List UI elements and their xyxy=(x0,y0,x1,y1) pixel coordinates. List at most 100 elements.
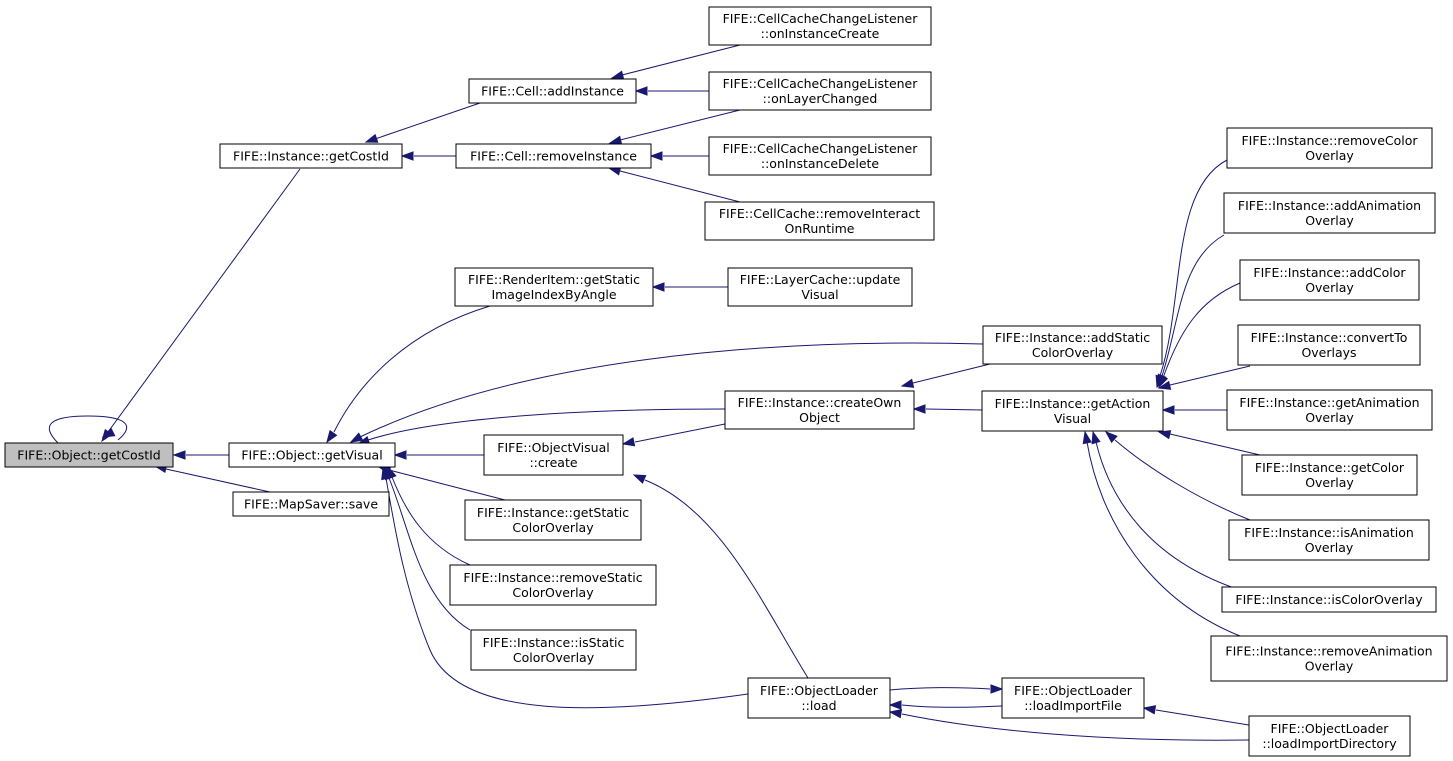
node-label: FIFE::CellCacheChangeListener xyxy=(723,76,919,91)
arrowhead xyxy=(621,437,636,447)
node-label: ::loadImportFile xyxy=(1024,698,1122,713)
node-label: FIFE::Instance::addStatic xyxy=(995,330,1150,345)
node-objectloader-load[interactable]: FIFE::ObjectLoader::load xyxy=(747,677,891,719)
arrowhead xyxy=(349,432,364,443)
node-label: FIFE::Instance::createOwn xyxy=(738,395,902,410)
edge-renderitem-getstatic-to-object-getvisual xyxy=(326,305,491,444)
node-label: FIFE::Instance::removeColor xyxy=(1241,133,1418,148)
node-box xyxy=(449,564,657,606)
edge-line xyxy=(1095,441,1241,591)
node-box xyxy=(455,143,652,169)
arrowhead xyxy=(608,135,623,145)
node-box xyxy=(1226,389,1433,431)
node-cell-removeinstance[interactable]: FIFE::Cell::removeInstance xyxy=(455,143,652,169)
edge-instance-getcostid-to-object-getcostid xyxy=(101,168,301,443)
node-box xyxy=(468,78,637,104)
edge-cell-removeinstance-to-instance-getcostid xyxy=(400,151,456,161)
node-label: FIFE::CellCacheChangeListener xyxy=(723,141,919,156)
edge-instance-iscoloroverlay-to-instance-getactionvisual xyxy=(1091,430,1241,591)
node-box xyxy=(1001,677,1145,719)
node-objectloader-loadimportfile[interactable]: FIFE::ObjectLoader::loadImportFile xyxy=(1001,677,1145,719)
arrowhead xyxy=(381,466,391,481)
edge-line xyxy=(634,423,726,443)
node-label: Overlay xyxy=(1305,148,1354,163)
edge-self-loop xyxy=(48,415,128,444)
node-mapsaver-save[interactable]: FIFE::MapSaver::save xyxy=(232,491,390,517)
edge-line xyxy=(901,704,1003,708)
node-box xyxy=(708,136,932,176)
edge-layercache-update-to-renderitem-getstatic xyxy=(651,282,728,292)
node-object-getvisual[interactable]: FIFE::Object::getVisual xyxy=(228,442,396,468)
arrowhead xyxy=(1157,430,1172,440)
node-cell-addinstance[interactable]: FIFE::Cell::addInstance xyxy=(468,78,637,104)
edge-line xyxy=(1155,709,1256,727)
node-label: FIFE::Instance::removeAnimation xyxy=(1225,644,1432,659)
edge-line xyxy=(388,469,506,501)
node-box xyxy=(981,390,1164,432)
node-box xyxy=(1210,635,1448,682)
edge-instance-removestaticcolor-to-object-getvisual xyxy=(387,465,471,566)
arrowhead xyxy=(634,86,648,96)
node-ccl-oninstancedelete[interactable]: FIFE::CellCacheChangeListener::onInstanc… xyxy=(708,136,932,176)
node-label: FIFE::Instance::isAnimation xyxy=(1244,525,1414,540)
node-renderitem-getstatic[interactable]: FIFE::RenderItem::getStaticImageIndexByA… xyxy=(454,267,654,307)
edge-line xyxy=(1161,234,1225,377)
node-label: FIFE::RenderItem::getStatic xyxy=(468,272,640,287)
node-box xyxy=(727,267,913,307)
arrowhead xyxy=(900,378,915,388)
edge-line xyxy=(388,477,471,631)
node-ccl-onlayerchanged[interactable]: FIFE::CellCacheChangeListener::onLayerCh… xyxy=(708,71,932,111)
node-ccl-oninstancecreate[interactable]: FIFE::CellCacheChangeListener::onInstanc… xyxy=(708,6,932,46)
edge-instance-createownobject-to-objectvisual-create xyxy=(621,423,726,447)
edge-mapsaver-save-to-object-getcostid xyxy=(153,463,271,493)
edge-line xyxy=(619,109,741,141)
edge-line xyxy=(359,342,984,438)
node-box xyxy=(1237,324,1421,366)
node-label: FIFE::Instance::addColor xyxy=(1253,265,1406,280)
node-label: FIFE::ObjectVisual xyxy=(497,440,609,455)
edge-instance-removeanimation-to-instance-getactionvisual xyxy=(1082,430,1241,637)
edge-line xyxy=(1114,439,1251,521)
node-box xyxy=(982,325,1163,365)
node-object-getcostid[interactable]: FIFE::Object::getCostId xyxy=(4,442,174,468)
nodes-layer: FIFE::Object::getCostIdFIFE::Instance::g… xyxy=(4,6,1448,757)
arrowhead xyxy=(990,684,1004,694)
node-objectloader-loadimportdir[interactable]: FIFE::ObjectLoader::loadImportDirectory xyxy=(1248,715,1411,757)
node-label: FIFE::Instance::getCostId xyxy=(233,149,389,164)
node-label: ::onInstanceCreate xyxy=(761,26,880,41)
node-label: Visual xyxy=(1054,411,1091,426)
node-instance-iscoloroverlay[interactable]: FIFE::Instance::isColorOverlay xyxy=(1221,586,1437,613)
arrowhead xyxy=(1157,380,1172,390)
node-label: ::onLayerChanged xyxy=(763,91,878,106)
node-label: FIFE::Instance::getColor xyxy=(1255,460,1405,475)
node-objectvisual-create[interactable]: FIFE::ObjectVisual::create xyxy=(483,434,624,476)
node-label: FIFE::Cell::addInstance xyxy=(481,84,624,99)
node-label: OnRuntime xyxy=(785,221,855,236)
edge-objectloader-loadimportdir-to-objectloader-loadimportfile xyxy=(1142,705,1256,727)
edge-objectloader-load-to-object-getvisual xyxy=(381,466,749,709)
node-label: Overlay xyxy=(1305,213,1354,228)
node-instance-getcostid[interactable]: FIFE::Instance::getCostId xyxy=(219,143,403,169)
node-box xyxy=(1221,586,1437,613)
arrowhead xyxy=(912,404,926,414)
edge-line xyxy=(1169,433,1261,456)
arrowhead xyxy=(651,282,665,292)
node-box xyxy=(483,434,624,476)
arrowhead xyxy=(649,151,663,161)
